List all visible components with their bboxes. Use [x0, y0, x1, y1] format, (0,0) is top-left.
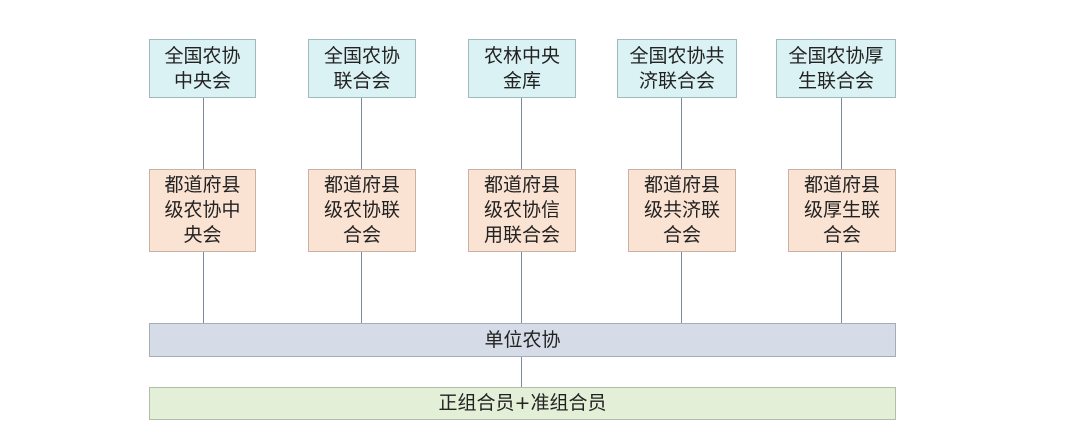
national-org-label: 全国农协厚 生联合会	[788, 44, 884, 92]
national-org-label: 全国农协 中央会	[164, 44, 241, 92]
national-org-label: 农林中央 金库	[483, 44, 560, 92]
national-org-box: 农林中央 金库	[468, 39, 576, 98]
national-org-box: 全国农协 中央会	[149, 39, 256, 98]
prefectural-org-box: 都道府县 级农协联 合会	[308, 169, 416, 252]
connector-line	[361, 97, 362, 170]
connector-line	[203, 251, 204, 324]
national-org-box: 全国农协 联合会	[308, 39, 416, 98]
connector-line	[521, 97, 522, 170]
prefectural-org-label: 都道府县 级共济联 合会	[643, 174, 720, 246]
connector-line	[841, 251, 842, 324]
connector-line	[521, 251, 522, 324]
members-label: 正组合员+准组合员	[438, 392, 607, 414]
prefectural-org-label: 都道府县 级农协联 合会	[323, 174, 400, 246]
prefectural-org-label: 都道府县 级农协中 央会	[164, 174, 241, 246]
national-org-box: 全国农协共 济联合会	[617, 39, 737, 98]
prefectural-org-box: 都道府县 级农协信 用联合会	[468, 169, 576, 252]
prefectural-org-label: 都道府县 级农协信 用联合会	[483, 174, 560, 246]
prefectural-org-box: 都道府县 级农协中 央会	[149, 169, 256, 252]
connector-line	[203, 97, 204, 170]
national-org-box: 全国农协厚 生联合会	[776, 39, 896, 98]
unit-coop-box: 单位农协	[149, 323, 896, 357]
connector-line	[681, 97, 682, 170]
prefectural-org-label: 都道府县 级厚生联 合会	[803, 174, 880, 246]
members-box: 正组合员+准组合员	[149, 387, 896, 420]
prefectural-org-box: 都道府县 级共济联 合会	[628, 169, 736, 252]
national-org-label: 全国农协 联合会	[323, 44, 400, 92]
connector-line	[521, 356, 522, 388]
prefectural-org-box: 都道府县 级厚生联 合会	[788, 169, 896, 252]
connector-line	[361, 251, 362, 324]
national-org-label: 全国农协共 济联合会	[629, 44, 725, 92]
connector-line	[681, 251, 682, 324]
connector-line	[841, 97, 842, 170]
unit-coop-label: 单位农协	[484, 328, 561, 351]
